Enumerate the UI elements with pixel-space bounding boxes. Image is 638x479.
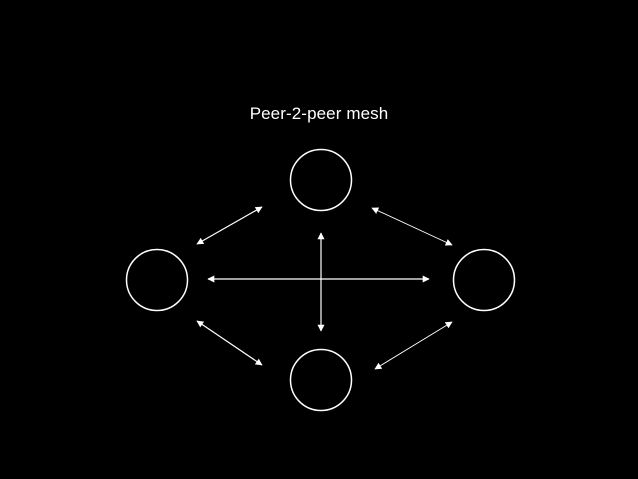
connection-top-right [371, 207, 453, 246]
peer-node-top [289, 148, 353, 212]
connection-right-bottom [374, 321, 453, 370]
connection-left-bottom [196, 320, 263, 366]
peer-node-bottom [289, 348, 353, 412]
peer-node-right [452, 248, 516, 312]
diagram-title: Peer-2-peer mesh [249, 104, 389, 123]
connection-top-left [196, 206, 263, 245]
peer-node-left [125, 248, 189, 312]
